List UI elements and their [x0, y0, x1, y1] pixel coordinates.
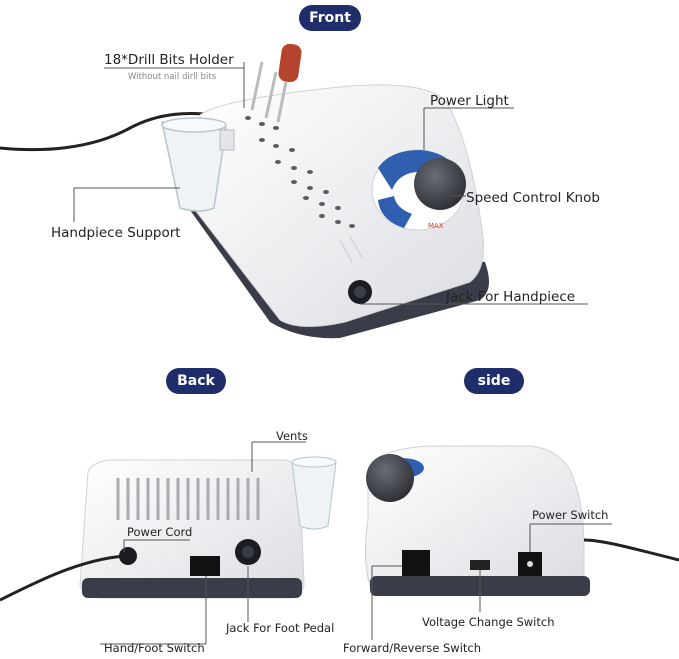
handpiece-support-label: Handpiece Support — [51, 225, 181, 241]
voltage-change-switch-label: Voltage Change Switch — [422, 615, 555, 629]
back-device-base — [82, 578, 302, 598]
back-vents — [116, 478, 260, 520]
front-power-cord — [0, 111, 216, 152]
hand-foot-switch[interactable] — [190, 556, 220, 576]
hand-foot-switch-label: Hand/Foot Switch — [104, 641, 205, 655]
voltage-change-switch[interactable] — [470, 560, 490, 570]
forward-reverse-switch[interactable] — [402, 550, 430, 576]
drill-bit-holes — [245, 116, 355, 228]
forward-reverse-switch-label: Forward/Reverse Switch — [343, 641, 482, 655]
front-section-pill: Front — [299, 5, 361, 31]
power-cord-label: Power Cord — [127, 525, 193, 539]
handpiece-support-cup — [161, 117, 235, 212]
side-power-cord — [583, 538, 679, 562]
front-leader-lines — [73, 62, 588, 305]
front-device-body — [194, 84, 484, 328]
back-handpiece-cup — [291, 461, 337, 530]
speed-control-knob-label: Speed Control Knob — [466, 190, 600, 206]
drill-bits — [250, 43, 302, 123]
power-switch-label: Power Switch — [532, 508, 609, 522]
vents-label: Vents — [276, 429, 308, 443]
jack-for-foot-pedal-label: Jack For Foot Pedal — [226, 621, 335, 635]
side-section-pill: side — [464, 368, 524, 394]
back-leader-lines — [100, 441, 306, 645]
speed-control-knob[interactable] — [414, 158, 466, 210]
side-leader-lines — [371, 523, 612, 640]
svg-text:MAX: MAX — [428, 222, 444, 230]
power-cord-socket — [119, 547, 137, 565]
back-section-pill: Back — [166, 368, 226, 394]
drill-bits-holder-label: 18*Drill Bits Holder — [104, 52, 234, 68]
back-power-cord — [0, 554, 125, 602]
jack-for-handpiece-label: Jack For Handpiece — [446, 289, 576, 305]
power-light-label: Power Light — [430, 93, 509, 109]
drill-bits-holder-note: Without nail dirll bits — [128, 72, 217, 82]
side-speed-knob[interactable] — [366, 454, 414, 502]
